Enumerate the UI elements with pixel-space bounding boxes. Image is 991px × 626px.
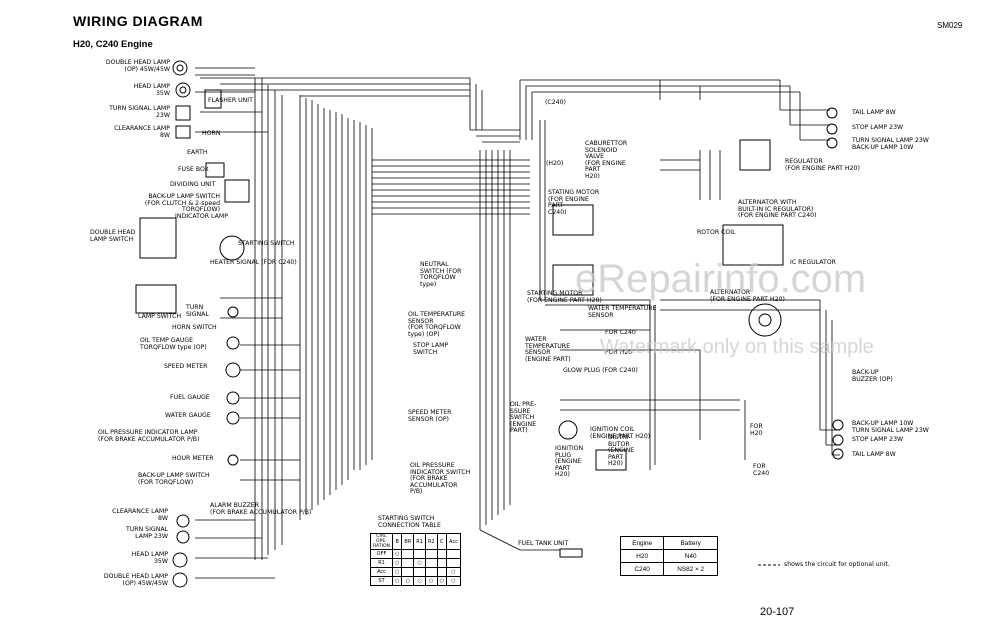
battery-table-header: Engine [619,536,665,550]
row-header: OFF [369,549,394,559]
label-clearance-lamp-bottom: CLEARANCE LAMP 8W [112,508,168,522]
label-turn-signal-lamp-top: TURN SIGNAL LAMP 23W [109,105,170,119]
label-head-lamp-top: HEAD LAMP 35W [133,83,170,97]
col-header: Acc [445,533,461,550]
document-code: SM029 [937,21,963,30]
label-alternator-h20: ALTERNATOR (FOR ENGINE PART H20) [710,289,785,303]
label-double-head-lamp-switch: DOUBLE HEAD LAMP SWITCH [90,229,136,243]
label-turn-signal-back-up-top: TURN SIGNAL LAMP 23W BACK-UP LAMP 10W [852,137,929,151]
label-dividing-unit: DIVIDING UNIT [170,181,216,188]
label-for-c240-low: FOR C240 [753,463,770,477]
label-tail-lamp-top: TAIL LAMP 8W [852,109,896,116]
label-carburettor: CABURETTOR SOLENOID VALVE (FOR ENGINE PA… [585,140,628,180]
col-header: R1 [413,533,426,550]
label-oil-pressure-indicator-switch: OIL PRESSURE INDICATOR SWITCH (FOR BRAKE… [410,462,471,495]
label-speed-meter: SPEED METER [164,363,208,370]
label-stop-lamp-bottom: STOP LAMP 23W [852,436,904,443]
label-oil-temperature-sensor: OIL TEMPERATURE SENSOR (FOR TORQFLOW typ… [408,311,466,338]
label-ic-regulator: IC REGULATOR [790,259,836,266]
label-turn-signal-switch: TURN SIGNAL [186,304,209,318]
diagram-title: WIRING DIAGRAM [73,13,203,29]
label-glow-plug: GLOW PLUG (FOR C240) [563,367,638,374]
label-horn-switch: HORN SWITCH [172,324,217,331]
row-header: Acc [369,567,394,577]
label-hour-meter: HOUR METER [172,455,214,462]
col-header: C [436,533,448,550]
label-water-temperature-sensor-mid: WATER TEMPERATURE SENSOR (ENGINE PART) [525,336,571,363]
watermark-note: Watermark only on this sample [600,336,874,358]
col-header: R2 [424,533,438,550]
label-horn: HORN [202,130,221,137]
label-speed-meter-sensor: SPEED METER SENSOR (OP) [408,409,452,423]
label-back-up-lamp-switch-clutch: BACK-UP LAMP SWITCH (FOR CLUTCH & 2-spee… [144,193,220,213]
label-double-head-lamp-bottom: DOUBLE HEAD LAMP (OP) 45W/45W [103,573,168,587]
diagram-subtitle: H20, C240 Engine [73,39,153,50]
col-header: BR [401,533,415,550]
label-back-up-turn-bottom: BACK-UP LAMP 10W TURN SIGNAL LAMP 23W [852,420,929,434]
page-number: 20-107 [760,606,795,618]
label-back-up-lamp-switch-torqflow: BACK-UP LAMP SWITCH (FOR TORQFLOW) [138,472,210,486]
label-turn-signal-lamp-bottom: TURN SIGNAL LAMP 23W [125,526,168,540]
label-stating-motor: STATING MOTOR (FOR ENGINE PART C240) [548,189,600,216]
label-clearance-lamp-top: CLEARANCE LAMP 8W [114,125,170,139]
watermark-site: eRepairinfo.com [575,257,867,301]
label-oil-pressure-switch: OIL PRE- SSURE SWITCH (ENGINE PART) [510,401,537,434]
battery-table-header: Battery [663,536,718,550]
label-ignition-coil: IGNITION COIL (ENGINE PART H20) [590,426,651,440]
label-fuel-gauge: FUEL GAUGE [170,394,210,401]
optional-circuit-legend: shows the circuit for optional unit. [784,561,890,568]
label-for-h20-mid: FOR H20 [605,349,633,356]
label-fuel-tank-unit: FUEL TANK UNIT [518,540,569,547]
starting-switch-table: CIRC OPE- RATION B BR R1 R2 C Acc OFF ○ … [369,533,461,586]
label-head-lamp-bottom: HEAD LAMP 35W [131,551,168,565]
label-double-head-lamp-top: DOUBLE HEAD LAMP (OP) 45W/45W [105,59,170,73]
label-rotor-coil: ROTOR COIL [697,229,736,236]
label-heater-signal: HEATER SIGNAL (FOR C240) [210,259,297,266]
label-c240-top: (C240) [545,99,566,106]
col-header: B [391,533,403,550]
label-lamp-switch: LAMP SWITCH [138,313,182,320]
label-regulator: REGULATOR (FOR ENGINE PART H20) [785,158,860,172]
label-oil-pressure-indicator-lamp: OIL PRESSURE INDICATOR LAMP (FOR BRAKE A… [98,429,200,443]
label-water-gauge: WATER GAUGE [165,412,211,419]
row-header: R1 [369,558,394,568]
battery-table: Engine Battery H20 N40 C240 NS82 × 2 [619,536,718,576]
label-flasher-unit: FLASHER UNIT [208,97,253,104]
label-neutral-switch: NEUTRAL SWITCH (FOR TORQFLOW type) [420,261,462,288]
row-header: ST [369,576,394,586]
battery-table-cell: NS82 × 2 [663,562,718,576]
label-starting-switch: STARTING SWITCH [238,240,295,247]
label-earth: EARTH [187,149,208,156]
label-stop-lamp: STOP LAMP 23W [852,124,904,131]
label-ignition-plug: IGNITION PLUG (ENGINE PART H20) [555,445,584,478]
battery-table-cell: H20 [619,549,665,563]
label-fuse-box: FUSE BOX [178,166,209,173]
label-h20-mid: (H20) [546,160,564,167]
label-distributor: DISTRI- BUTOR (ENGINE PART H20) [608,434,635,467]
starting-switch-table-title: STARTING SWITCH CONNECTION TABLE [378,515,441,529]
label-indicator-lamp: INDICATOR LAMP [175,213,228,220]
label-back-up-buzzer: BACK-UP BUZZER (OP) [852,369,893,383]
label-starting-motor-h20: STARTING MOTOR (FOR ENGINE PART H20) [527,290,602,304]
label-stop-lamp-switch: STOP LAMP SWITCH [413,342,449,356]
battery-table-cell: C240 [619,562,665,576]
label-oil-temp-gauge: OIL TEMP GAUGE TORQFLOW type (OP) [140,337,207,351]
label-alarm-buzzer: ALARM BUZZER (FOR BRAKE ACCUMULATOR P/B) [210,502,312,516]
table-corner: CIRC OPE- RATION [369,533,394,550]
label-for-h20-low: FOR H20 [750,423,763,437]
label-tail-lamp-bottom: TAIL LAMP 8W [852,451,896,458]
battery-table-cell: N40 [663,549,718,563]
label-for-c240-mid: FOR C240 [605,329,636,336]
label-water-temperature-sensor-top: WATER TEMPERATURE SENSOR [588,305,657,319]
label-alternator-ic: ALTERNATOR WITH BUILT-IN IC REGULATOR) (… [738,199,817,219]
